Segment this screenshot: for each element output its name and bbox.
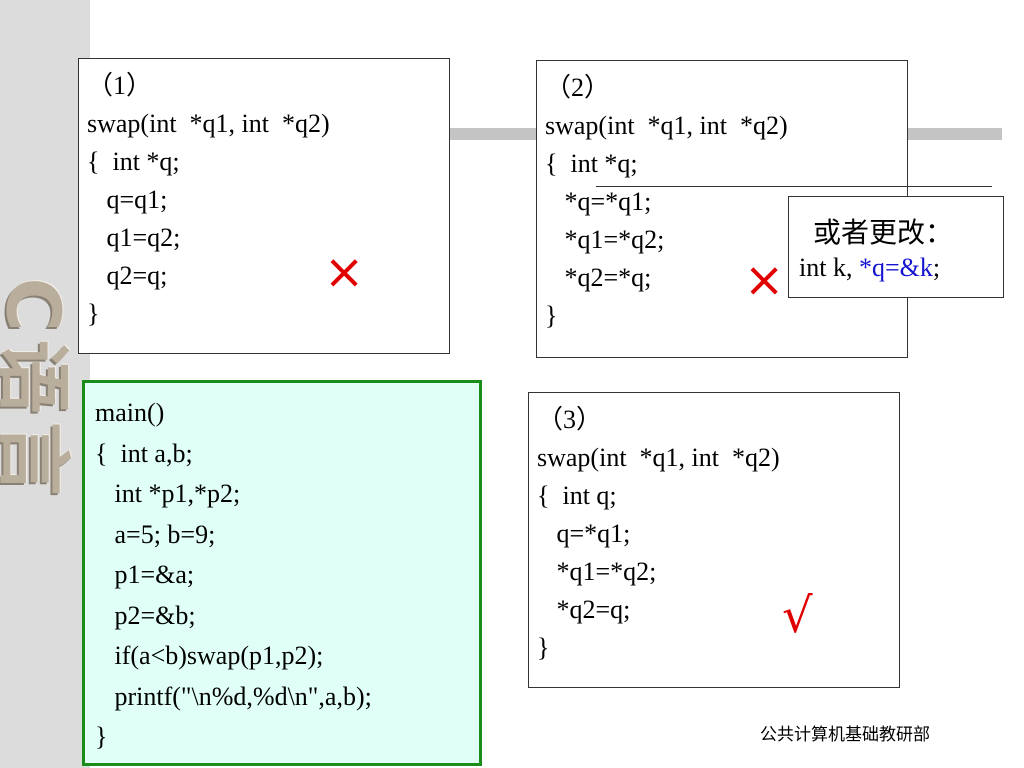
code-line: （1）: [87, 71, 153, 100]
decorative-bar-right: [906, 128, 1002, 140]
code-line: a=5; b=9;: [95, 519, 216, 549]
code-line: }: [87, 299, 100, 328]
sidebar: C语言: [0, 0, 90, 768]
code-line: int *p1,*p2;: [95, 479, 241, 508]
code-box-swap-3: （3） swap(int *q1, int *q2) { int q; q=*q…: [528, 392, 900, 688]
code-line: q1=q2;: [87, 223, 181, 252]
decorative-bar-left: [448, 128, 538, 140]
note-code-prefix: int k,: [799, 253, 859, 282]
code-line: q=q1;: [87, 185, 168, 214]
note-title: 或者更改：: [813, 218, 954, 249]
correction-note: 或者更改： int k, *q=&k;: [788, 196, 1004, 298]
note-code-highlight: *q=&k: [858, 253, 933, 282]
wrong-mark-icon: ×: [744, 252, 785, 308]
code-line: }: [95, 722, 108, 751]
sidebar-watermark: C语言: [0, 120, 76, 660]
code-line: { int *q;: [87, 147, 180, 176]
code-line: *q=*q1;: [545, 187, 652, 216]
code-line: *q1=*q2;: [537, 557, 657, 586]
code-line: （2）: [545, 73, 611, 102]
code-line: swap(int *q1, int *q2): [87, 109, 330, 138]
check-mark-icon: √: [782, 588, 813, 644]
code-line: p1=&a;: [95, 560, 195, 589]
code-line: swap(int *q1, int *q2): [545, 111, 788, 140]
footer-department: 公共计算机基础教研部: [760, 725, 930, 745]
code-line: main(): [95, 398, 165, 427]
wrong-mark-icon: ×: [324, 244, 365, 300]
code-line: swap(int *q1, int *q2): [537, 443, 780, 472]
code-line: q2=q;: [87, 261, 168, 290]
note-code-suffix: ;: [932, 253, 941, 282]
code-line: { int a,b;: [95, 438, 193, 468]
code-line: if(a<b)swap(p1,p2);: [95, 641, 324, 670]
code-line: *q2=q;: [537, 595, 631, 624]
code-box-swap-1: （1） swap(int *q1, int *q2) { int *q; q=q…: [78, 58, 450, 354]
connector-line: [596, 186, 992, 187]
code-line: （3）: [537, 405, 603, 434]
code-line: }: [545, 301, 558, 330]
code-line: *q2=*q;: [545, 263, 652, 292]
code-line: { int *q;: [545, 149, 638, 178]
code-line: printf("\n%d,%d\n",a,b);: [95, 681, 372, 711]
code-box-main: main() { int a,b; int *p1,*p2; a=5; b=9;…: [82, 380, 482, 766]
code-line: *q1=*q2;: [545, 225, 665, 254]
code-line: }: [537, 633, 550, 662]
code-line: { int q;: [537, 481, 617, 510]
code-line: p2=&b;: [95, 600, 196, 630]
code-line: q=*q1;: [537, 519, 631, 548]
note-code: int k, *q=&k;: [799, 253, 940, 283]
